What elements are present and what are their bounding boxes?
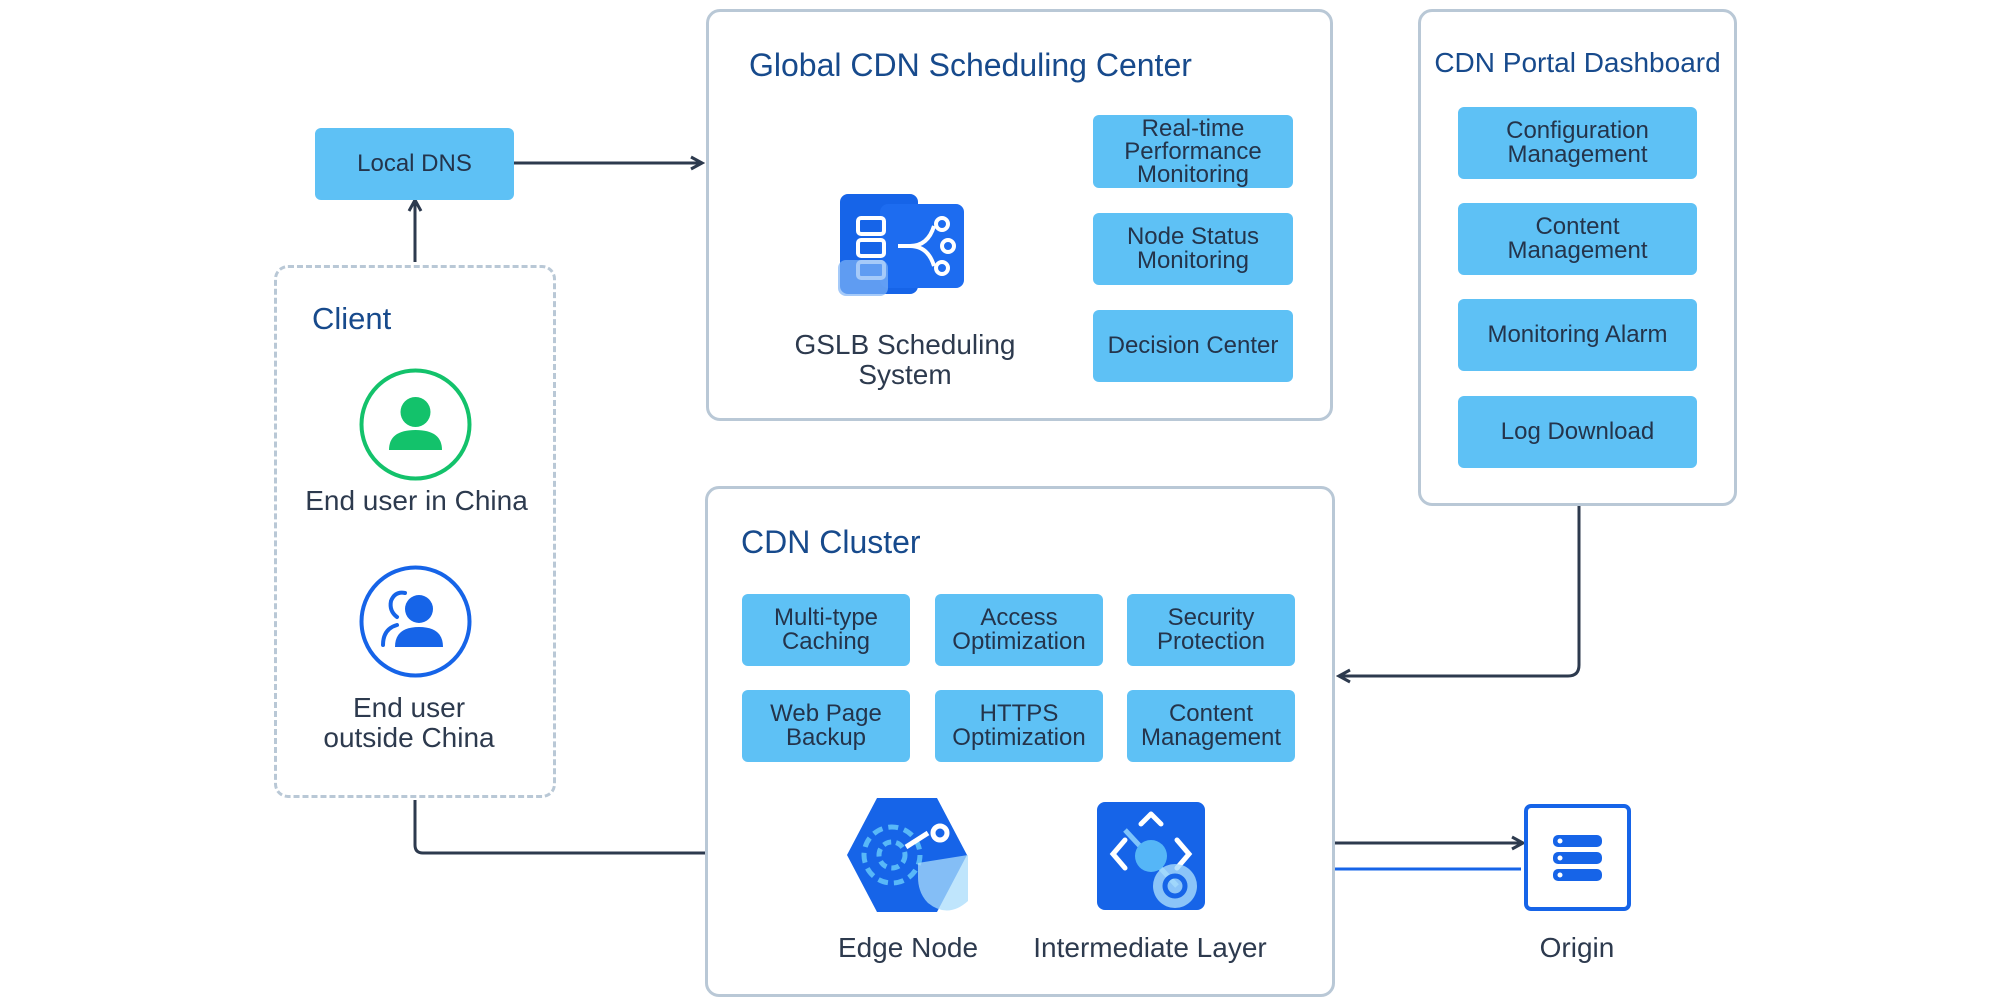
intermediate-layer-label: Intermediate Layer [1033,932,1267,963]
overseas-user-label: End user outside China [323,692,495,753]
feature-https-optimization: HTTPS Optimization [935,690,1103,762]
module-realtime-monitoring: Real-time Performance Monitoring [1093,115,1293,188]
client-title: Client [312,301,392,336]
portal-item-monitoring-alarm: Monitoring Alarm [1458,299,1697,371]
gslb-server-icon [838,192,968,302]
edge-node-label: Edge Node [837,932,979,963]
client-to-edge-arrow [413,800,845,853]
module-decision-center: Decision Center [1093,310,1293,382]
portal-item-content: Content Management [1458,203,1697,275]
user-green-icon [359,368,472,481]
intermediate-layer-icon [1095,800,1215,920]
scheduling-center-title: Global CDN Scheduling Center [749,47,1192,83]
cluster-title: CDN Cluster [741,524,921,560]
client-group: Client [274,265,556,798]
local-dns-box: Local DNS [315,128,514,200]
portal-to-cluster-arrow [1339,506,1581,676]
module-node-status: Node Status Monitoring [1093,213,1293,285]
portal-title: CDN Portal Dashboard [1434,47,1721,78]
origin-server-icon [1524,804,1631,911]
feature-multi-type-caching: Multi-type Caching [742,594,910,666]
portal-item-configuration: Configuration Management [1458,107,1697,179]
edge-node-icon [844,795,970,919]
portal-item-log-download: Log Download [1458,396,1697,468]
local-dns-label: Local DNS [357,150,472,177]
feature-content-management: Content Management [1127,690,1295,762]
feature-security-protection: Security Protection [1127,594,1295,666]
china-user-label: End user in China [305,485,528,516]
user-blue-icon [359,565,472,678]
feature-web-page-backup: Web Page Backup [742,690,910,762]
gslb-label: GSLB Scheduling System [794,329,1016,390]
origin-label: Origin [1539,932,1615,963]
feature-access-optimization: Access Optimization [935,594,1103,666]
